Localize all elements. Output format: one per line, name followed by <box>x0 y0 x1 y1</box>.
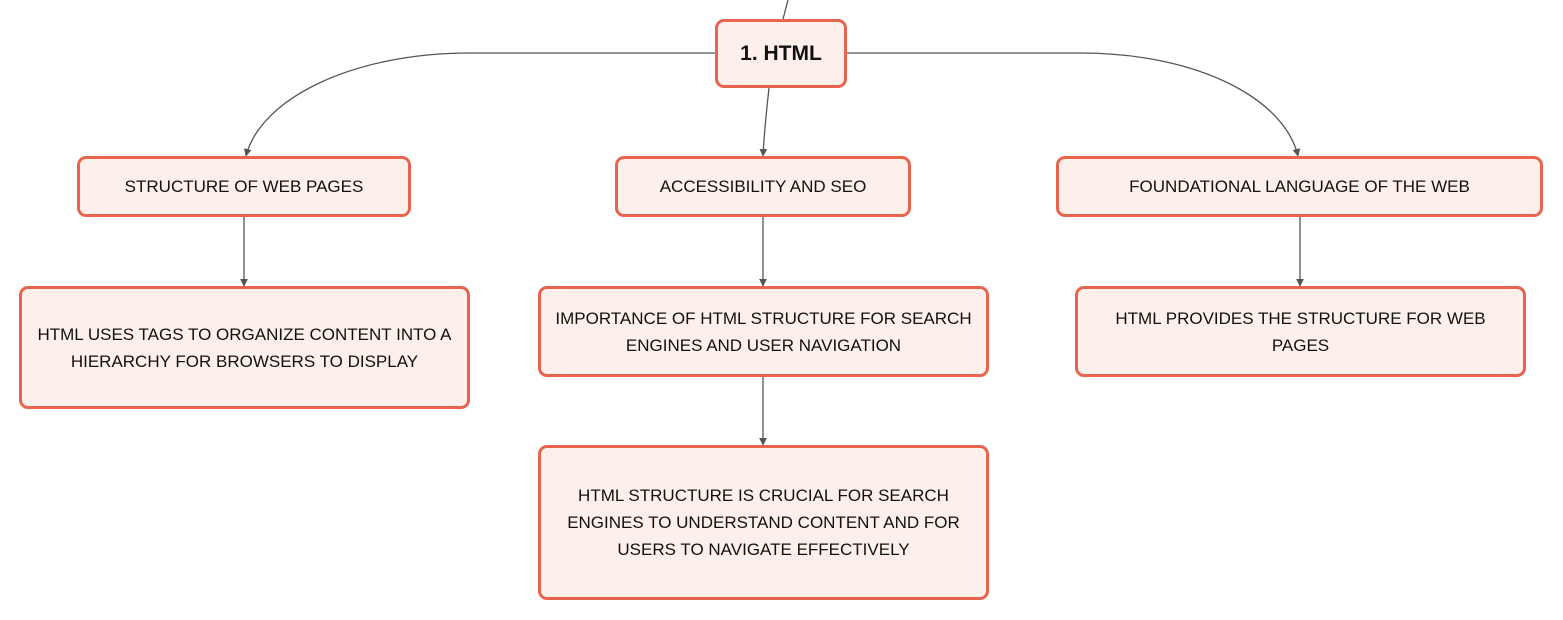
connector-root-to-accessibility <box>759 87 770 157</box>
node-label: ACCESSIBILITY AND SEO <box>659 177 867 196</box>
node-label: HTML STRUCTURE IS CRUCIAL FOR SEARCH ENG… <box>567 486 960 559</box>
node-html-uses-tags[interactable]: HTML USES TAGS TO ORGANIZE CONTENT INTO … <box>19 286 470 409</box>
node-structure-of-web-pages[interactable]: STRUCTURE OF WEB PAGES <box>77 156 411 217</box>
connector-root-to-structure <box>243 52 715 157</box>
root-node[interactable]: 1. HTML <box>715 19 847 88</box>
node-label: IMPORTANCE OF HTML STRUCTURE FOR SEARCH … <box>555 308 972 355</box>
node-label: HTML PROVIDES THE STRUCTURE FOR WEB PAGE… <box>1115 308 1486 355</box>
connector-incoming-root <box>782 0 789 20</box>
root-node-label: 1. HTML <box>740 42 822 65</box>
node-label: FOUNDATIONAL LANGUAGE OF THE WEB <box>1129 177 1470 196</box>
node-label: HTML USES TAGS TO ORGANIZE CONTENT INTO … <box>37 324 452 371</box>
node-foundational-language[interactable]: FOUNDATIONAL LANGUAGE OF THE WEB <box>1056 156 1543 217</box>
connector-root-to-foundational <box>847 52 1301 157</box>
node-html-structure-is-crucial[interactable]: HTML STRUCTURE IS CRUCIAL FOR SEARCH ENG… <box>538 445 989 600</box>
node-html-provides-structure[interactable]: HTML PROVIDES THE STRUCTURE FOR WEB PAGE… <box>1075 286 1526 377</box>
node-importance-of-html-structure[interactable]: IMPORTANCE OF HTML STRUCTURE FOR SEARCH … <box>538 286 989 377</box>
node-label: STRUCTURE OF WEB PAGES <box>124 177 364 196</box>
node-accessibility-and-seo[interactable]: ACCESSIBILITY AND SEO <box>615 156 911 217</box>
